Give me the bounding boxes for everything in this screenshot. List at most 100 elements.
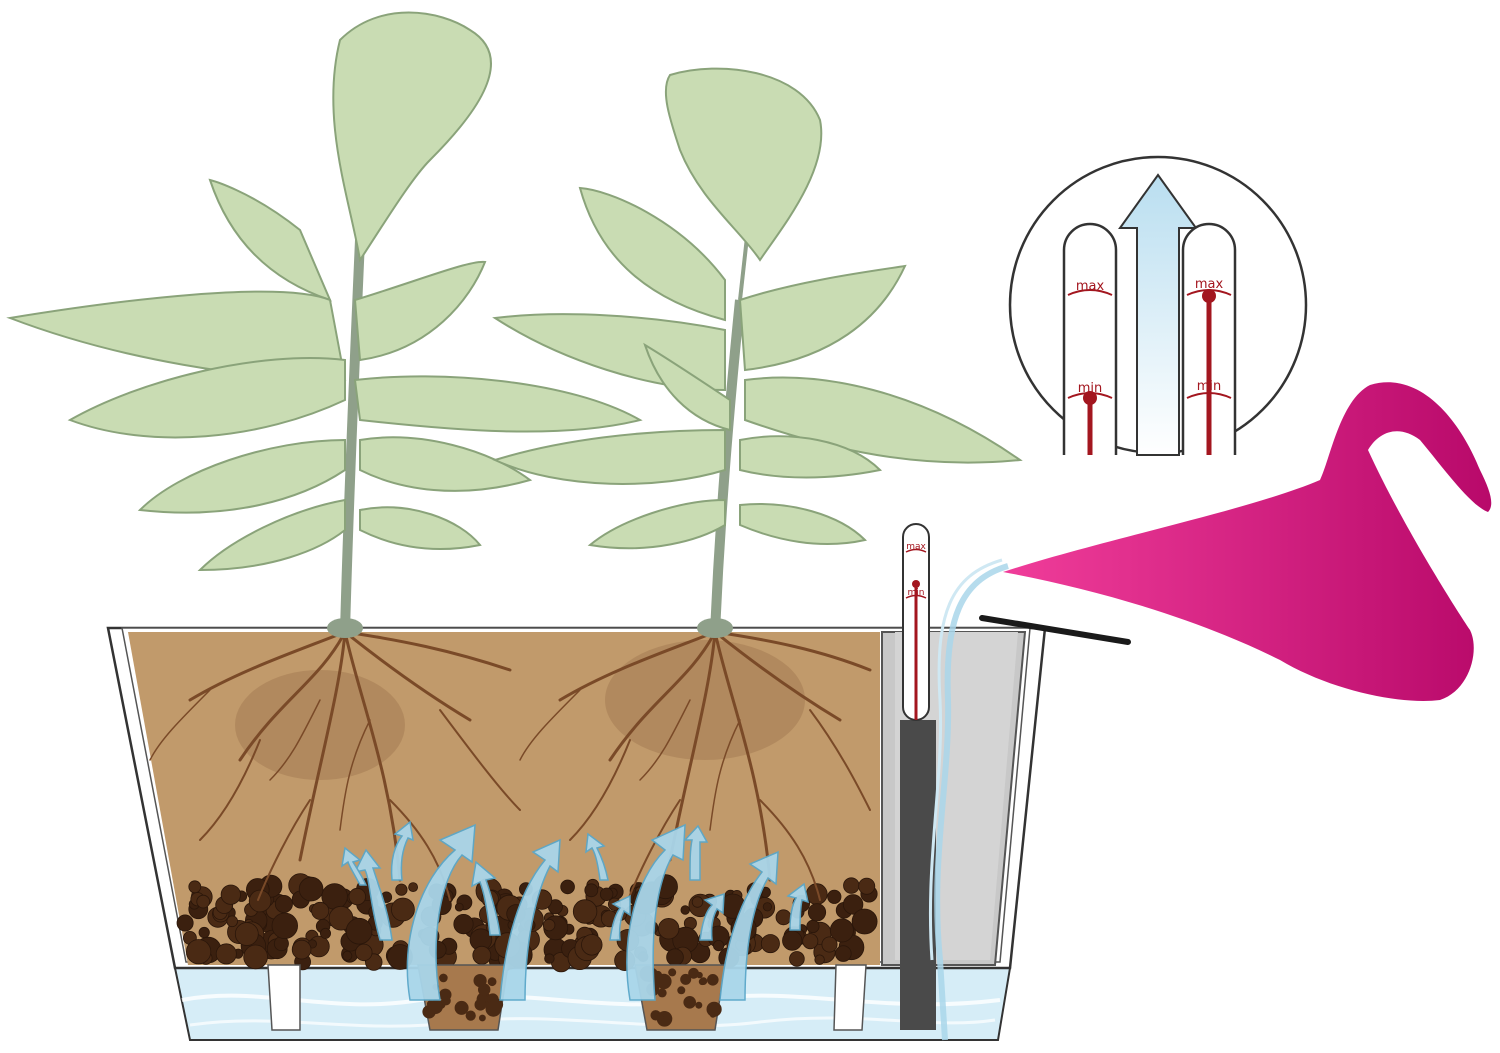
indicator-max-label: max bbox=[906, 542, 926, 552]
clay-pellet bbox=[408, 882, 419, 892]
water-reservoir bbox=[173, 967, 1012, 1041]
clay-pellet bbox=[806, 919, 820, 934]
basket-pellet bbox=[683, 996, 696, 1009]
basket-pellet bbox=[487, 977, 497, 987]
clay-pellet bbox=[196, 894, 211, 909]
clay-pellet bbox=[472, 945, 492, 965]
plant-right bbox=[492, 67, 1023, 633]
clay-pellet bbox=[762, 902, 773, 912]
basket-pellet bbox=[709, 1011, 716, 1018]
clay-pellet bbox=[453, 913, 474, 935]
basket-pellet bbox=[707, 974, 719, 986]
clay-pellet bbox=[454, 902, 464, 912]
clay-pellet bbox=[311, 901, 330, 920]
clay-pellet bbox=[789, 951, 805, 967]
basket-pellet bbox=[485, 1000, 502, 1017]
clay-pellet bbox=[271, 912, 299, 940]
watering-can bbox=[1003, 382, 1492, 701]
basket-pellet bbox=[478, 998, 486, 1006]
clay-pellet bbox=[186, 939, 212, 965]
basket-pellet bbox=[479, 1014, 486, 1022]
clay-pellet bbox=[581, 934, 603, 956]
basket-pellet bbox=[473, 974, 487, 988]
clay-pellet bbox=[319, 927, 331, 939]
clay-pellet bbox=[220, 884, 241, 905]
clay-pellet bbox=[560, 879, 575, 895]
clay-pellet bbox=[345, 917, 373, 945]
clay-pellet bbox=[834, 945, 852, 962]
clay-pellet bbox=[599, 887, 614, 902]
clay-pellet bbox=[842, 894, 864, 915]
clay-pellet bbox=[858, 877, 876, 895]
basket-pellet bbox=[656, 973, 672, 990]
clay-pellet bbox=[542, 918, 556, 932]
basket-pellet bbox=[668, 968, 677, 977]
clay-pellet bbox=[348, 887, 367, 906]
clay-pellet bbox=[342, 950, 353, 961]
basket-pellet bbox=[441, 996, 451, 1006]
clay-pellet bbox=[782, 930, 803, 951]
roots-left bbox=[149, 630, 521, 901]
clay-pellet bbox=[829, 918, 854, 943]
clay-pellet bbox=[658, 918, 680, 940]
reservoir-lid bbox=[979, 615, 1131, 645]
basket-pellet bbox=[680, 973, 692, 985]
clay-pellet bbox=[775, 909, 792, 926]
clay-pellet bbox=[572, 899, 598, 924]
clay-pellet bbox=[802, 933, 819, 950]
basket-pellet bbox=[696, 971, 703, 979]
basket-pellet bbox=[425, 1009, 435, 1019]
basket-pellet bbox=[439, 973, 448, 983]
clay-pellet bbox=[248, 889, 272, 913]
clay-pellet bbox=[243, 944, 268, 970]
clay-pellet bbox=[395, 883, 408, 896]
clay-pellet bbox=[298, 876, 324, 902]
clay-pellet bbox=[176, 914, 194, 932]
plant-left bbox=[6, 11, 643, 633]
clay-pellet bbox=[814, 954, 825, 965]
clay-pellet bbox=[234, 922, 259, 946]
gauge-tube-full: max min bbox=[1181, 222, 1237, 455]
basket-pellet bbox=[657, 988, 667, 998]
clay-pellet bbox=[198, 926, 210, 939]
clay-pellet bbox=[821, 936, 838, 953]
basket-pellet bbox=[454, 1000, 469, 1015]
clay-pellet bbox=[712, 939, 725, 952]
clay-pellet bbox=[390, 897, 415, 922]
clay-pellet bbox=[691, 896, 704, 908]
stem-base-left bbox=[327, 618, 363, 638]
clay-pellet bbox=[215, 943, 237, 965]
basket-pellet bbox=[699, 977, 708, 985]
stem-base-right bbox=[697, 618, 733, 638]
clay-pellet bbox=[355, 943, 373, 962]
gauge-low-max-label: max bbox=[1076, 279, 1105, 294]
clay-pellet bbox=[226, 915, 239, 928]
clay-pellet bbox=[274, 895, 293, 914]
pot-feet bbox=[267, 964, 867, 1031]
gauge-tube-low: max min bbox=[1062, 222, 1118, 455]
basket-pellet bbox=[706, 1001, 722, 1017]
gauge-magnifier: max min max min bbox=[1008, 155, 1308, 456]
basket-pellet bbox=[465, 1010, 476, 1021]
gauge-full-max-label: max bbox=[1195, 277, 1224, 292]
clay-pellet bbox=[843, 877, 860, 894]
clay-pellet bbox=[760, 934, 780, 954]
gauge-low-min-label: min bbox=[1078, 381, 1103, 396]
clay-pellet bbox=[544, 953, 555, 964]
roots-right bbox=[519, 630, 872, 901]
basket-pellet bbox=[677, 986, 686, 995]
clay-pellet bbox=[328, 905, 354, 931]
clay-pellet bbox=[827, 889, 842, 904]
basket-pellet bbox=[688, 967, 699, 979]
clay-pellet bbox=[584, 883, 599, 898]
clay-pellet bbox=[680, 905, 690, 915]
water-level-indicator: max min bbox=[902, 523, 930, 721]
basket-pellet bbox=[695, 1001, 703, 1009]
clay-pellet bbox=[291, 939, 312, 960]
capillary-arrows bbox=[340, 820, 810, 1001]
clay-pellet bbox=[807, 903, 827, 922]
water-stream bbox=[928, 558, 1009, 1041]
basket-pellet bbox=[657, 1014, 664, 1021]
clay-pellet bbox=[851, 908, 878, 935]
